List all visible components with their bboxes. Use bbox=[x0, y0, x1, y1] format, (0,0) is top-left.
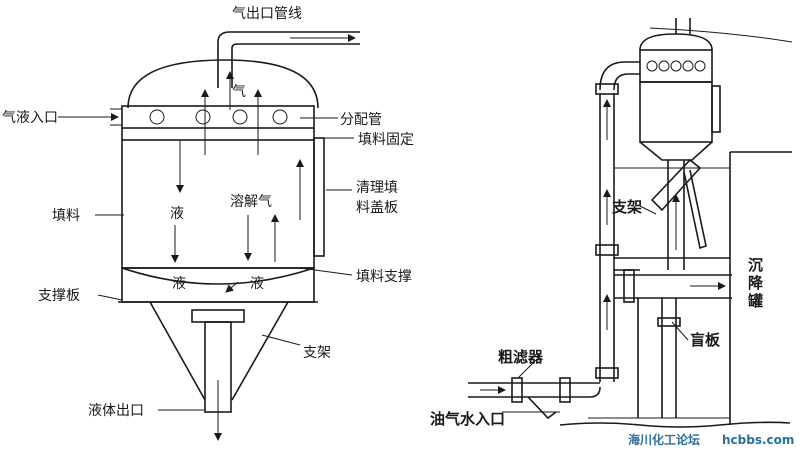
settling-tank-label-1: 沉 bbox=[748, 256, 763, 274]
liquid-label-2: 液 bbox=[172, 276, 186, 292]
gas-outlet-pipe bbox=[217, 31, 360, 88]
ground-line bbox=[559, 421, 791, 428]
cleanout-cover-label-1: 清理填 bbox=[356, 180, 398, 196]
gas-outlet-label: 气出口管线 bbox=[232, 6, 302, 22]
gas-flow-label: 气 bbox=[232, 84, 246, 100]
gas-liquid-inlet-label: 气液入口 bbox=[2, 110, 58, 126]
coarse-filter-label: 粗滤器 bbox=[498, 348, 544, 366]
watermark-site: hcbbs.com bbox=[722, 433, 794, 447]
cleanout-cover-label-2: 料盖板 bbox=[356, 200, 398, 216]
vessel-dome bbox=[127, 59, 319, 109]
inlet-pipe bbox=[468, 382, 601, 398]
oil-gas-water-inlet-label: 油气水入口 bbox=[430, 410, 505, 428]
scrubber-packing bbox=[639, 81, 713, 143]
dissolved-gas-label: 溶解气 bbox=[230, 194, 272, 210]
packing-label: 填料 bbox=[52, 208, 80, 224]
settling-tank-label-2: 降 bbox=[748, 274, 764, 292]
left-separator: 气出口管线 气 气液入口 分配管 填料固定 清理填 料盖板 填料 液 溶解气 液… bbox=[2, 6, 414, 441]
packing-fix-label: 填料固定 bbox=[358, 132, 414, 148]
settling-tank-outline bbox=[729, 151, 792, 425]
blind-plate-label: 盲板 bbox=[690, 331, 721, 349]
bracket-label: 支架 bbox=[303, 345, 331, 361]
cleanout-cover bbox=[313, 137, 325, 257]
packing-support-label: 填料支撑 bbox=[356, 269, 412, 285]
liquid-label-3: 液 bbox=[250, 276, 264, 292]
left-leg bbox=[149, 301, 206, 401]
scrubber-dome bbox=[639, 33, 713, 51]
distributor-band bbox=[121, 105, 315, 129]
support-plate-label: 支撑板 bbox=[38, 288, 80, 304]
distributor-label: 分配管 bbox=[340, 112, 382, 128]
right-leg bbox=[231, 301, 289, 401]
watermark: 海川化工论坛 hcbbs.com bbox=[628, 432, 794, 447]
settling-tank-label-3: 罐 bbox=[747, 292, 763, 310]
coarse-filter bbox=[511, 377, 523, 403]
bracket-label-right: 支架 bbox=[611, 198, 642, 216]
packing-bed bbox=[121, 139, 315, 269]
liquid-label-1: 液 bbox=[170, 206, 184, 222]
liquid-outlet-label: 液体出口 bbox=[88, 403, 144, 419]
watermark-name: 海川化工论坛 bbox=[628, 432, 700, 447]
right-separator-system: 支架 沉 降 罐 盲板 粗滤器 油气水入口 bbox=[430, 18, 793, 428]
bracket-strut bbox=[650, 158, 702, 212]
